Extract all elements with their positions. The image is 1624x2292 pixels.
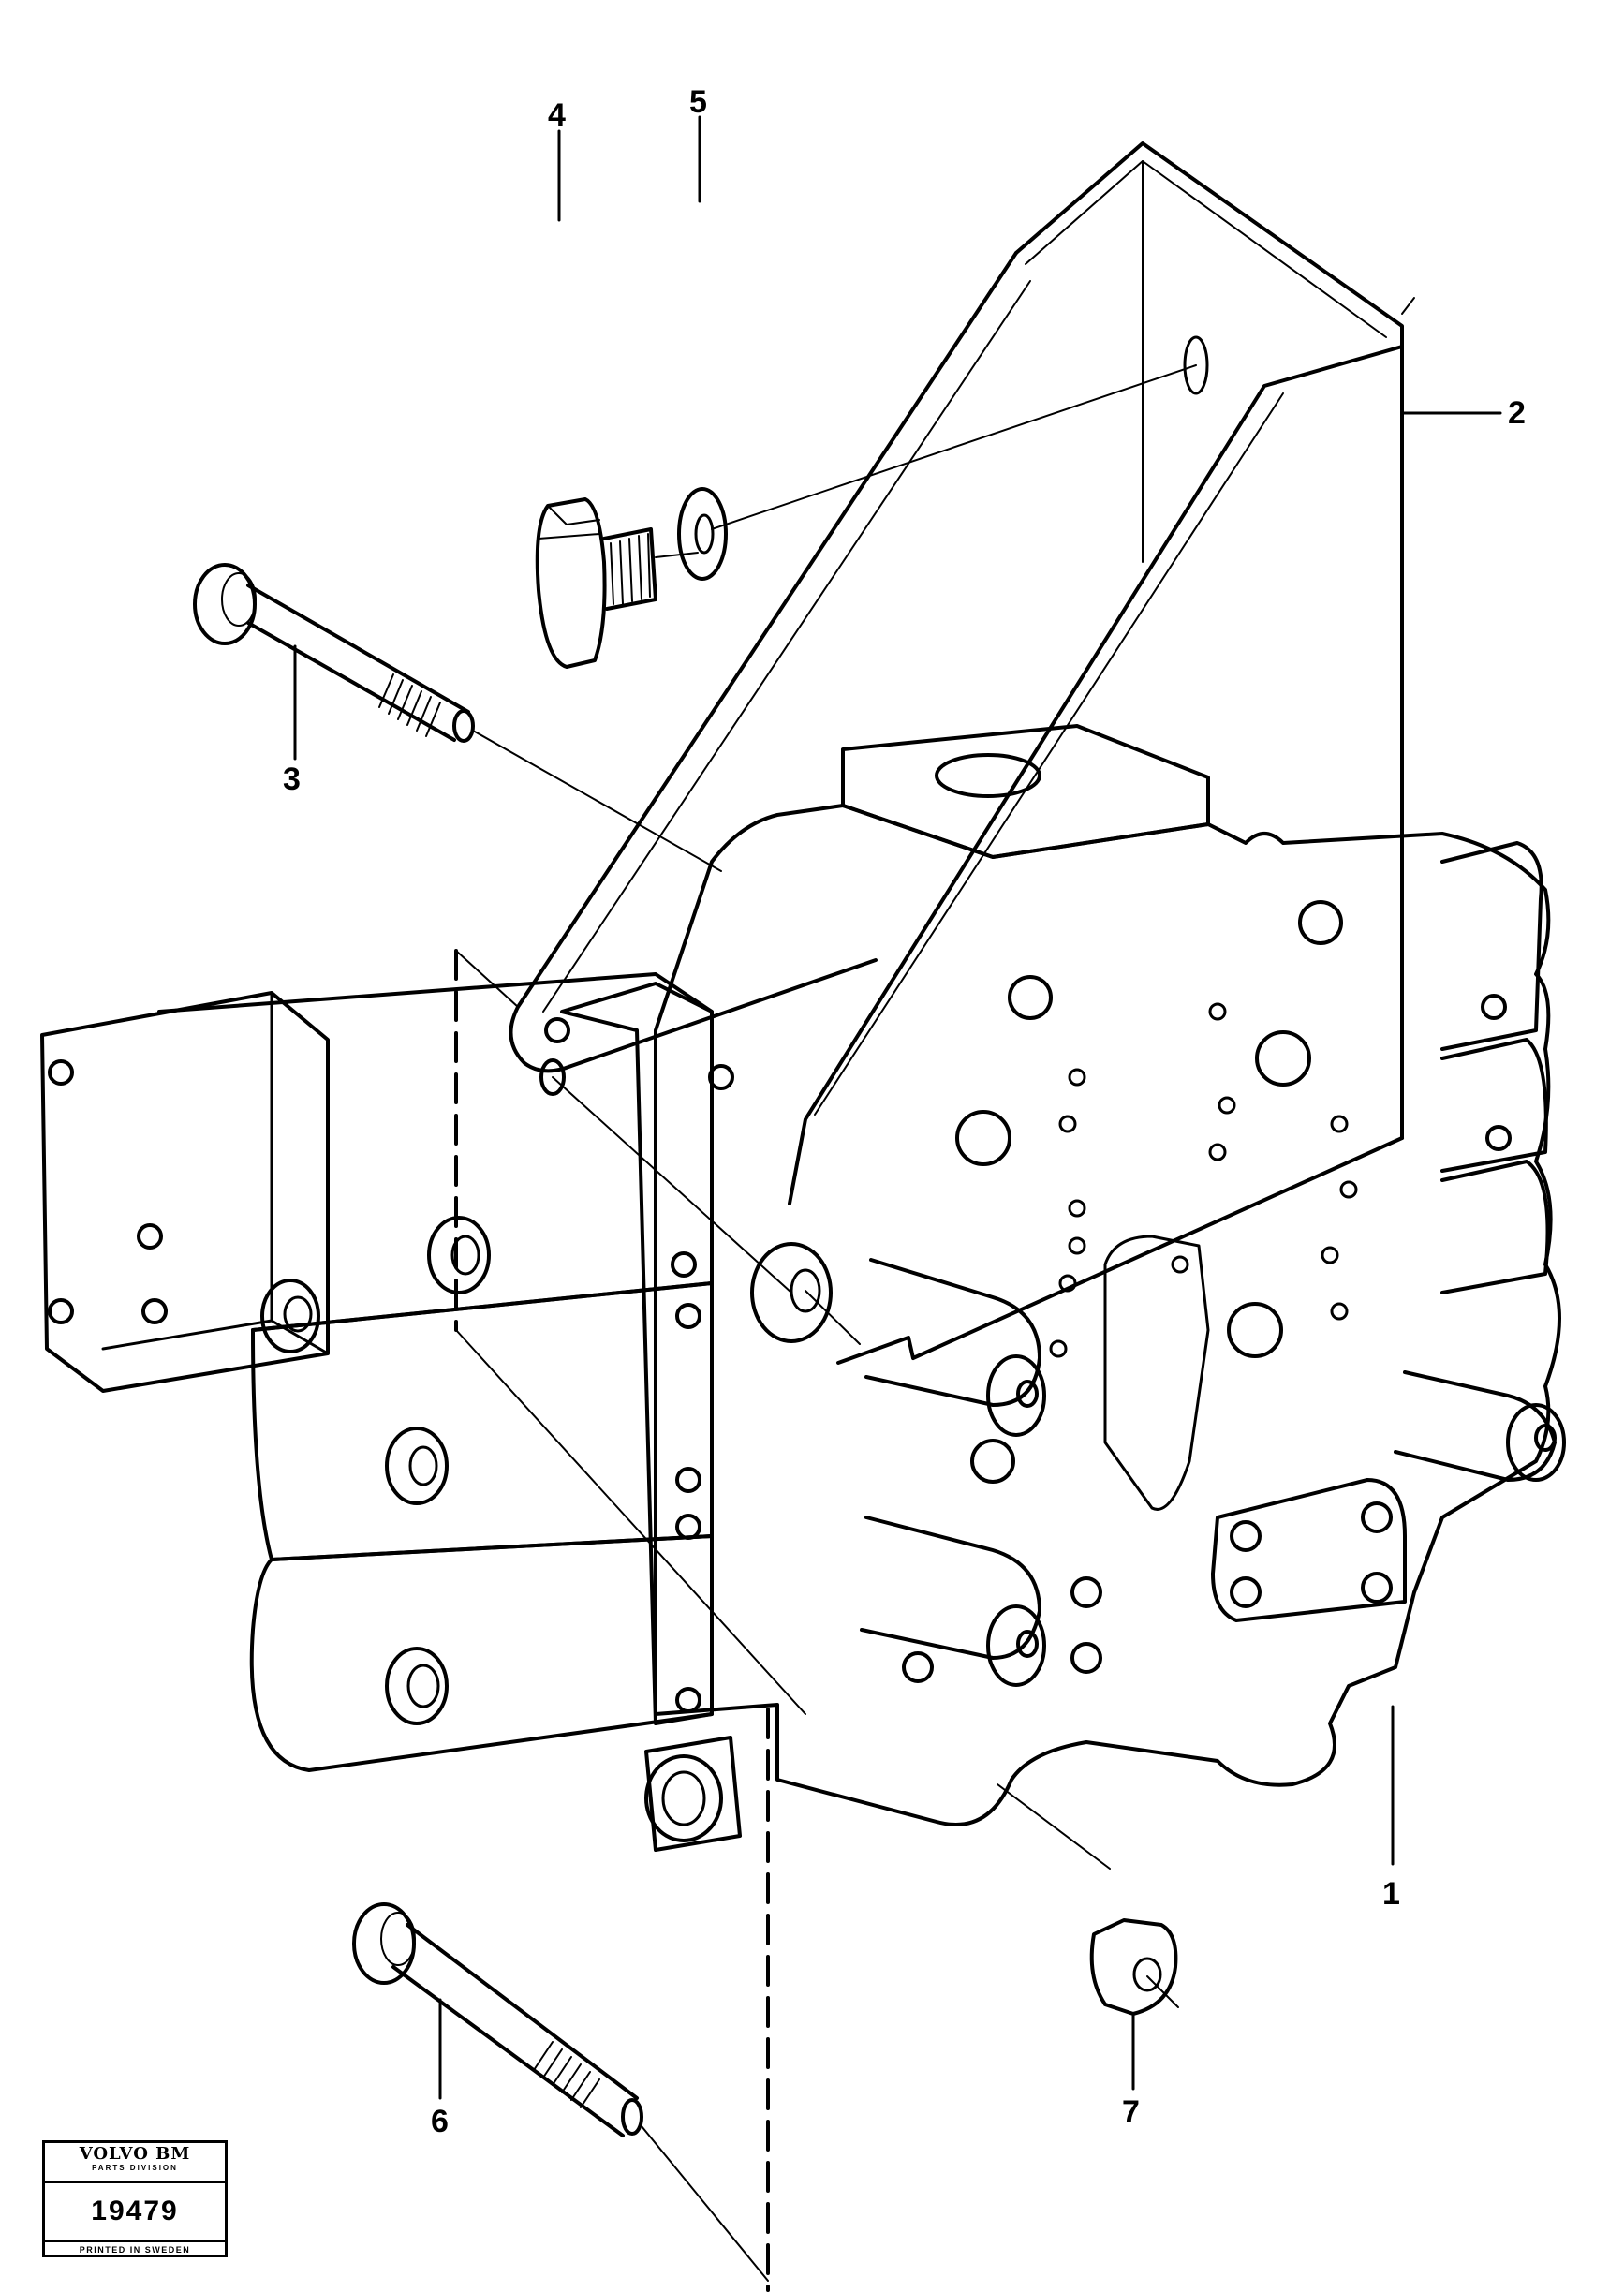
callout-1: 1 (1382, 1876, 1400, 1912)
valve-body-part-1 (40, 724, 1566, 2292)
bracket-part-2 (454, 141, 1415, 1715)
callout-7: 7 (1122, 2094, 1140, 2130)
stamp-header: VOLVO BM PARTS DIVISION (45, 2143, 225, 2183)
stamp-brand: VOLVO BM (79, 2144, 191, 2164)
stamp-number: 19479 (45, 2183, 225, 2242)
stamp-footer: PRINTED IN SWEDEN (79, 2245, 191, 2255)
callout-2: 2 (1508, 395, 1526, 431)
callout-6: 6 (431, 2104, 449, 2139)
washer-part-5 (677, 487, 728, 581)
bolt-part-4 (535, 497, 657, 669)
callout-5: 5 (689, 84, 707, 120)
callout-leaders (293, 115, 1502, 2100)
volvo-bm-parts-stamp: VOLVO BM PARTS DIVISION 19479 PRINTED IN… (42, 2140, 228, 2257)
nut-part-7 (1089, 1918, 1179, 2016)
callout-3: 3 (283, 762, 301, 797)
bolt-part-6 (352, 1902, 769, 2282)
callout-4: 4 (548, 97, 566, 133)
stamp-division: PARTS DIVISION (92, 2164, 178, 2172)
bolt-part-3 (193, 563, 722, 872)
